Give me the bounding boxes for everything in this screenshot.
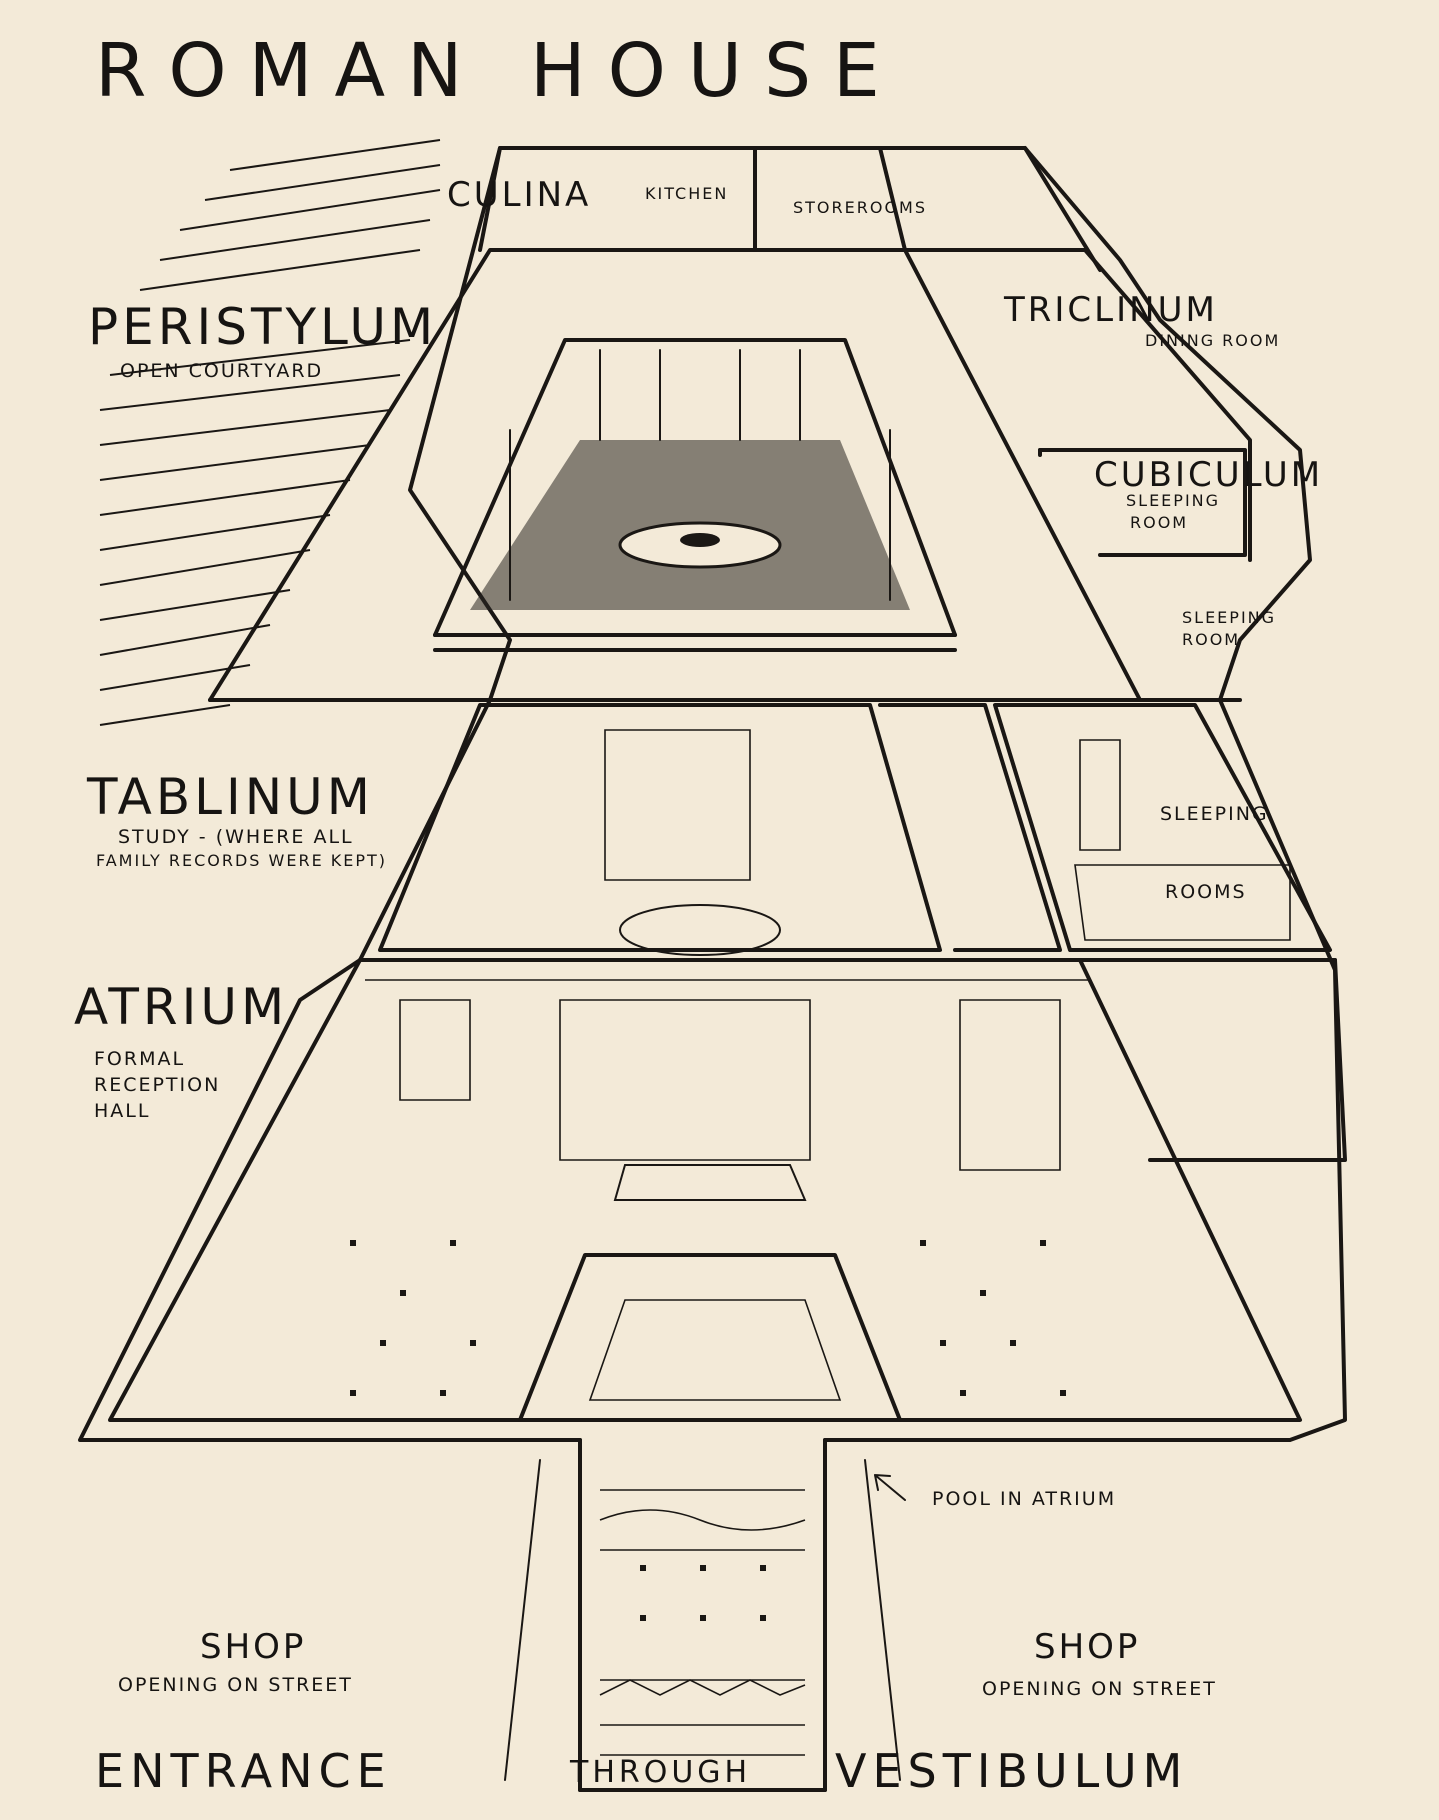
background-hatching: [99, 139, 441, 726]
peristylum-desc: OPEN COURTYARD: [120, 360, 324, 382]
vestibulum-corridor: [578, 1438, 827, 1792]
sleeping-rooms-label-2: ROOMS: [1165, 881, 1247, 903]
page-title: ROMAN HOUSE: [95, 28, 902, 114]
shop-left-desc: OPENING ON STREET: [118, 1674, 353, 1696]
culina-desc: KITCHEN: [645, 184, 729, 203]
impluvium-pool: [518, 1253, 902, 1422]
triclinum-desc: DINING ROOM: [1145, 331, 1281, 350]
sleeping-rooms-block: [993, 703, 1332, 952]
atrium-label: ATRIUM: [74, 978, 289, 1036]
tablinum-desc-2: FAMILY RECORDS WERE KEPT): [96, 851, 388, 870]
pool-arrow: [874, 1474, 906, 1501]
pool-label: POOL IN ATRIUM: [932, 1488, 1117, 1510]
footer-vestibulum: VESTIBULUM: [835, 1744, 1189, 1798]
shop-right-label: SHOP: [1034, 1627, 1141, 1667]
floor-tiles: [350, 1240, 1066, 1396]
triclinum-label: TRICLINUM: [1004, 290, 1218, 330]
atrium-room: [108, 958, 1302, 1422]
atrium-desc-3: HALL: [94, 1100, 151, 1122]
culina-label: CULINA: [447, 175, 592, 215]
footer-through: THROUGH: [570, 1755, 752, 1790]
peristyle-columns: [509, 349, 891, 601]
house-outline: [78, 146, 1347, 1792]
sleeping-room-label-1: SLEEPING: [1182, 608, 1277, 627]
peristylum-label: PERISTYLUM: [88, 298, 438, 356]
cubiculum-label: CUBICULUM: [1094, 455, 1324, 495]
cubiculum-desc-1: SLEEPING: [1126, 491, 1221, 510]
storerooms-label: STOREROOMS: [793, 198, 928, 217]
tablinum-desc-1: STUDY - (WHERE ALL: [118, 826, 354, 848]
sleeping-room-label-2: ROOM: [1182, 630, 1241, 649]
shop-right-desc: OPENING ON STREET: [982, 1678, 1217, 1700]
atrium-desc-2: RECEPTION: [94, 1074, 221, 1096]
atrium-desc-1: FORMAL: [94, 1048, 186, 1070]
footer-entrance: ENTRANCE: [95, 1744, 392, 1798]
shop-left-label: SHOP: [200, 1627, 307, 1667]
tablinum-label: TABLINUM: [87, 768, 374, 826]
sleeping-rooms-label-1: SLEEPING: [1160, 803, 1269, 825]
tablinum-room: [378, 703, 942, 952]
cubiculum-desc-2: ROOM: [1130, 513, 1189, 532]
